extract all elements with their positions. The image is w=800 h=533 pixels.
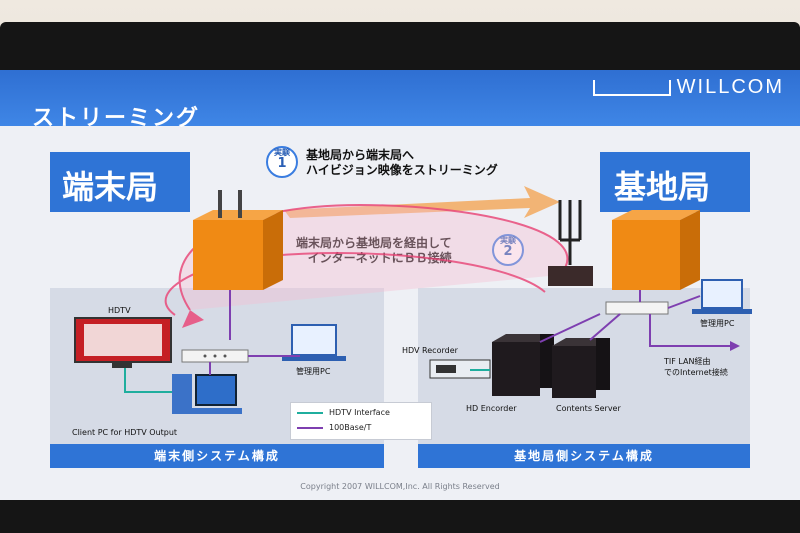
terminal-station-label: 端末局 bbox=[62, 168, 159, 206]
hdv-recorder-label: HDV Recorder bbox=[402, 346, 458, 355]
tif-lan-label: TIF LAN経由 でのInternet接続 bbox=[664, 356, 728, 378]
legend-hdtv-swatch bbox=[297, 411, 323, 414]
step1-text: 基地局から端末局へ ハイビジョン映像をストリーミング bbox=[306, 148, 498, 178]
slide-header-bar bbox=[0, 70, 800, 126]
tif-lan-line2: でのInternet接続 bbox=[664, 368, 728, 377]
client-pc-label: Client PC for HDTV Output bbox=[72, 428, 178, 437]
switch-right bbox=[605, 301, 669, 315]
base-system-footer: 基地局側システム構成 bbox=[418, 444, 750, 468]
slide-title: ストリーミング bbox=[32, 106, 201, 131]
admin-pc-left-label: 管理用PC bbox=[296, 367, 331, 376]
hdtv-device bbox=[74, 317, 172, 368]
base-station-label: 基地局 bbox=[614, 168, 711, 206]
step2-badge-number: 2 bbox=[503, 244, 513, 259]
admin-laptop-right bbox=[692, 279, 752, 314]
lan-lines bbox=[209, 290, 740, 375]
admin-laptop-left bbox=[282, 324, 346, 361]
step2-line1: 端末局から基地局を経由して bbox=[296, 236, 452, 250]
network-diagram bbox=[74, 186, 752, 414]
legend-box: HDTV Interface 100Base/T bbox=[290, 402, 432, 440]
flow-arrow-1 bbox=[284, 186, 560, 218]
legend-hdtv-label: HDTV Interface bbox=[329, 408, 390, 417]
step2-line2: インターネットにＢＢ接続 bbox=[307, 251, 452, 265]
switch-left bbox=[181, 349, 249, 363]
terminal-station-box: 端末局 bbox=[50, 152, 190, 212]
base-antenna bbox=[548, 200, 593, 286]
hd-encoder-label: HD Encorder bbox=[466, 404, 517, 413]
step1-line1: 基地局から端末局へ bbox=[306, 148, 415, 162]
tif-lan-line1: TIF LAN経由 bbox=[664, 357, 711, 366]
base-station-box: 基地局 bbox=[600, 152, 750, 212]
step1-line2: ハイビジョン映像をストリーミング bbox=[306, 163, 498, 177]
step2-badge-label: 実験 bbox=[500, 236, 516, 245]
step2-text: 端末局から基地局を経由して インターネットにＢＢ接続 bbox=[296, 236, 452, 266]
brand-name: WILLCOM bbox=[676, 76, 784, 98]
client-pc bbox=[172, 374, 242, 414]
terminal-system-footer: 端末側システム構成 bbox=[50, 444, 384, 468]
legend-lan-swatch bbox=[297, 426, 323, 429]
step1-badge-number: 1 bbox=[277, 156, 287, 171]
contents-server bbox=[552, 338, 610, 398]
terminal-router bbox=[193, 190, 283, 290]
legend-lan-label: 100Base/T bbox=[329, 423, 372, 432]
hdtv-label: HDTV bbox=[108, 306, 131, 315]
brand-logo: WILLCOM bbox=[592, 76, 784, 99]
hd-encoder bbox=[492, 334, 554, 396]
admin-pc-right-label: 管理用PC bbox=[700, 319, 735, 328]
hdtv-lines bbox=[124, 368, 490, 393]
contents-server-label: Contents Server bbox=[556, 404, 621, 413]
copyright-text: Copyright 2007 WILLCOM,Inc. All Rights R… bbox=[300, 482, 500, 491]
step1-badge-label: 実験 bbox=[274, 148, 290, 157]
willcom-logo-icon bbox=[592, 79, 671, 96]
base-router bbox=[612, 210, 700, 290]
legend-lan-row: 100Base/T bbox=[297, 423, 371, 432]
legend-hdtv-row: HDTV Interface bbox=[297, 408, 390, 417]
